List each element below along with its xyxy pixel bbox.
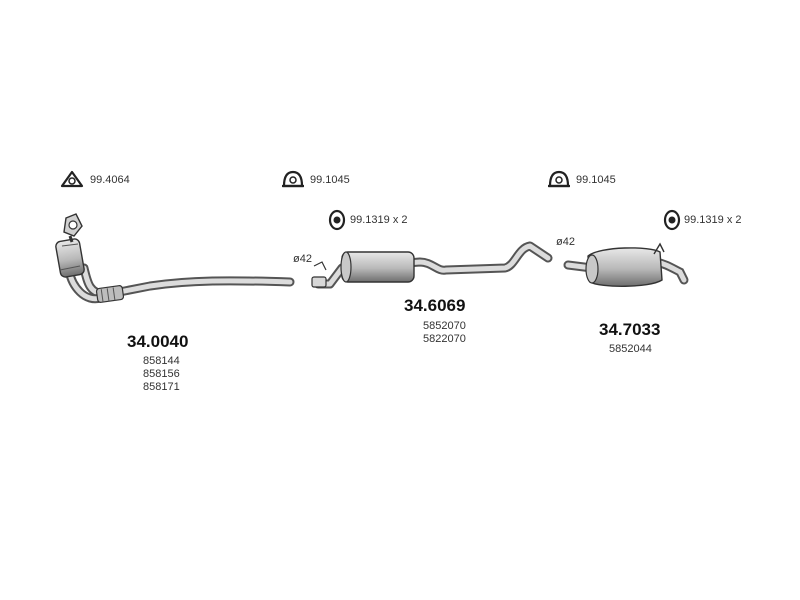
gasket-icon [60,170,84,188]
clamp-label-rear: 99.1045 [576,174,616,186]
oem-number: 5822070 [423,333,466,345]
diameter-label-mid: ø42 [293,253,312,265]
clamp-label-mid: 99.1045 [310,174,350,186]
oem-number: 5852070 [423,320,466,332]
part-number-front: 34.0040 [127,332,189,351]
oem-list-front: 858144 858156 858171 [143,355,180,394]
rear-silencer [563,242,689,287]
clamp-icon-rear [548,170,570,188]
oem-list-center: 5852070 5822070 [423,320,466,346]
hanger-label-mid: 99.1319 x 2 [350,214,408,226]
diameter-label-rear: ø42 [556,236,575,248]
part-number-rear: 34.7033 [599,320,661,339]
oem-number: 5852044 [609,343,652,355]
clamp-icon-mid [282,170,304,188]
front-pipe-catalyst [55,213,295,304]
oem-number: 858171 [143,381,180,393]
center-pipe-silencer [311,241,553,289]
oem-list-rear: 5852044 [609,343,652,356]
hanger-icon-mid [328,209,346,231]
hanger-label-rear: 99.1319 x 2 [684,214,742,226]
gasket-label: 99.4064 [90,174,130,186]
part-number-center: 34.6069 [404,296,466,315]
oem-number: 858144 [143,355,180,367]
hanger-icon-rear [663,209,681,231]
oem-number: 858156 [143,368,180,380]
